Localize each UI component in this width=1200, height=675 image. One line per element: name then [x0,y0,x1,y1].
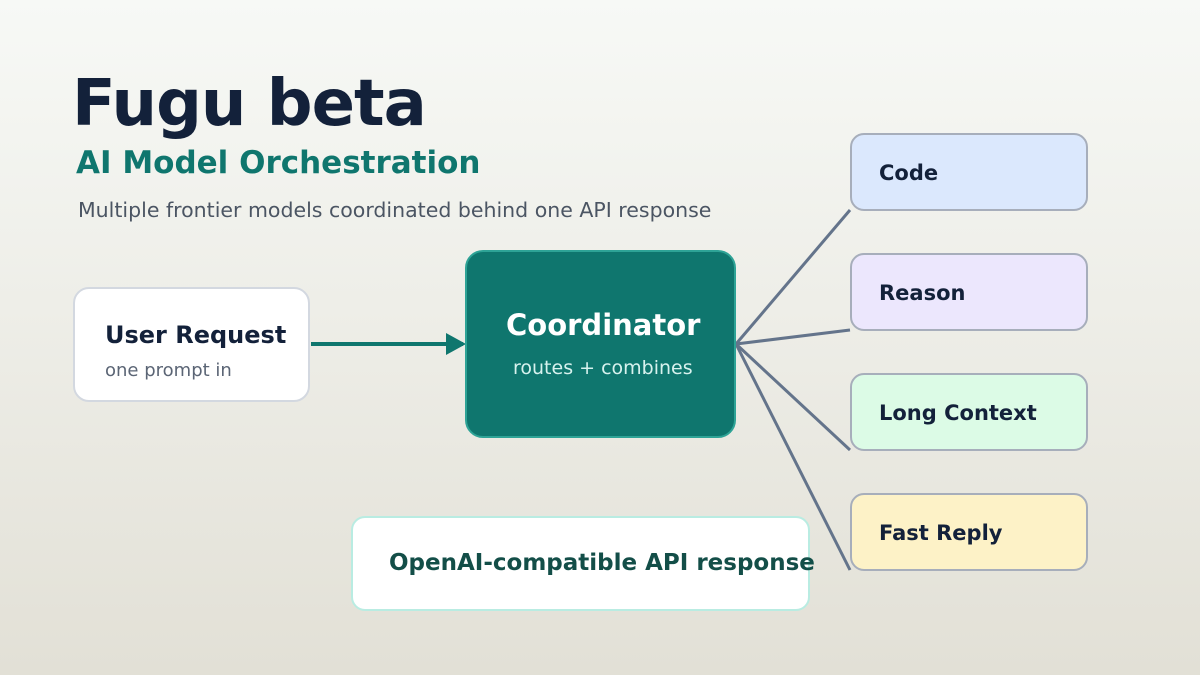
model-label: Code [879,161,939,185]
coordinator-title: Coordinator [506,308,701,342]
user-request-title: User Request [105,321,287,349]
model-node-reason: Reason [850,253,1088,331]
coordinator-node: Coordinator routes + combines [465,250,736,438]
model-label: Long Context [879,401,1037,425]
model-node-fast-reply: Fast Reply [850,493,1088,571]
page-subtitle: AI Model Orchestration [76,145,481,181]
link-reason [735,328,851,346]
api-response-label: OpenAI-compatible API response [389,550,815,576]
model-node-long-context: Long Context [850,373,1088,451]
request-arrowhead [446,333,466,355]
page-title: Fugu beta [72,67,427,141]
api-response-node: OpenAI-compatible API response [351,516,815,611]
link-fast-reply [734,343,852,571]
link-long-context [734,342,852,452]
user-request-node: User Request one prompt in [73,287,310,402]
model-node-code: Code [850,133,1088,211]
link-code [734,209,852,345]
model-label: Fast Reply [879,521,1003,545]
user-request-subtitle: one prompt in [105,360,232,381]
coordinator-subtitle: routes + combines [513,357,693,379]
model-label: Reason [879,281,966,305]
page-tagline: Multiple frontier models coordinated beh… [78,198,712,222]
